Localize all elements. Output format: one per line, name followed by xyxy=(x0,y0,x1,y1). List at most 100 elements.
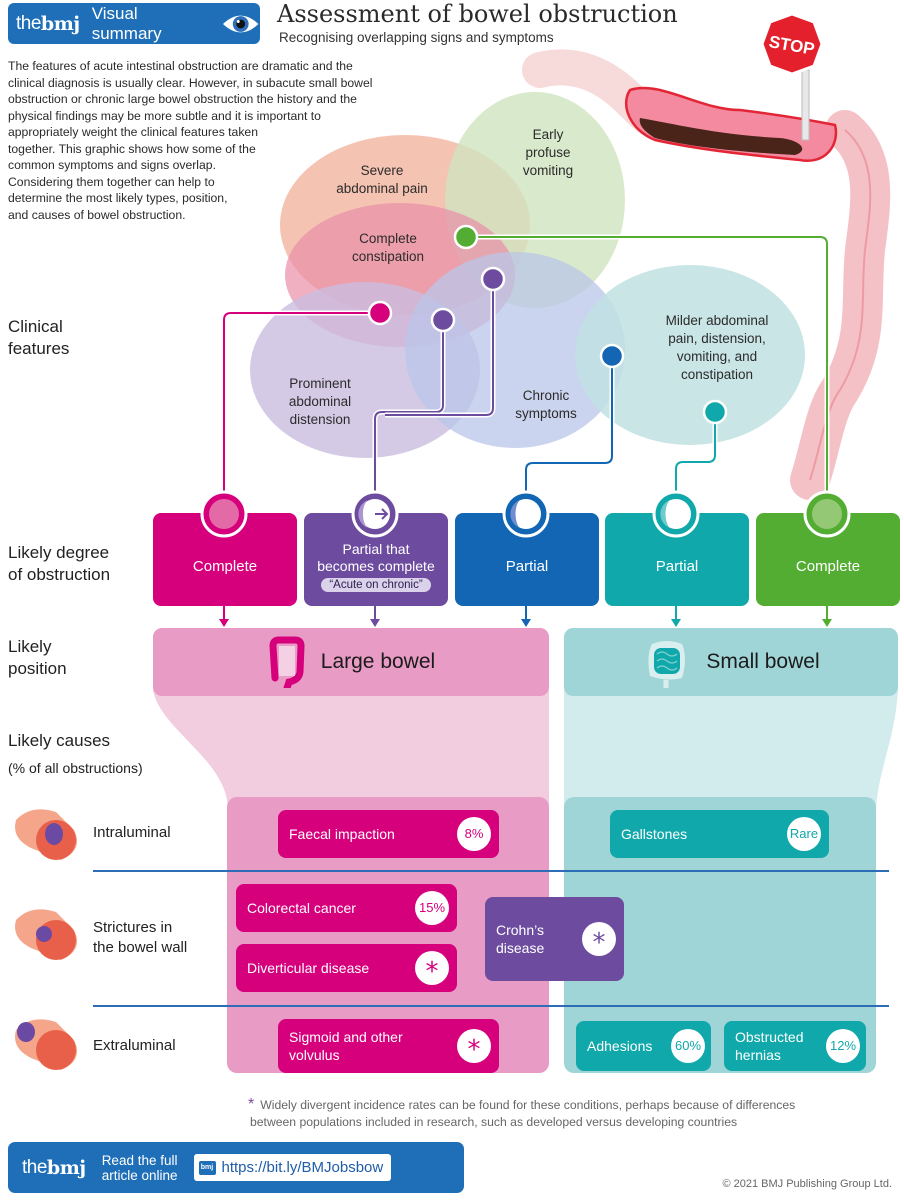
dot-acute-on-chronic-b xyxy=(480,266,506,292)
read-article-label: Read the full article online xyxy=(102,1153,178,1183)
intro-line: common symptoms and signs overlap. xyxy=(8,158,216,172)
row-label-line: Likely degree xyxy=(8,543,110,562)
cause-percent-badge: 60% xyxy=(671,1029,705,1063)
feature-line: abdominal pain xyxy=(336,181,428,196)
intro-line: determine the most likely types, positio… xyxy=(8,191,228,205)
footnote: * Widely divergent incidence rates can be… xyxy=(248,1096,795,1131)
obstructed-colon-segment-icon xyxy=(624,86,838,163)
feature-line: Severe xyxy=(360,163,404,178)
degree-label: Complete xyxy=(795,558,861,575)
row-label-line: Likely xyxy=(8,637,52,656)
feature-line: vomiting, and xyxy=(676,349,758,364)
cause-type-extraluminal: Extraluminal xyxy=(93,1036,176,1056)
position-funnels xyxy=(153,690,898,1073)
intro-line: The features of acute intestinal obstruc… xyxy=(8,59,353,73)
footnote-text: Widely divergent incidence rates can be … xyxy=(260,1098,796,1112)
cause-faecal-impaction: Faecal impaction 8% xyxy=(278,810,499,858)
intro-paragraph: The features of acute intestinal obstruc… xyxy=(8,58,408,223)
intro-line: Considering them together can help to xyxy=(8,174,215,189)
article-link[interactable]: bmj https://bit.ly/BMJobsbow xyxy=(193,1154,392,1181)
feature-line: Early xyxy=(532,127,564,142)
feature-line: vomiting xyxy=(522,163,574,178)
cause-label: Colorectal cancer xyxy=(247,900,356,916)
cause-type-intraluminal: Intraluminal xyxy=(93,823,171,843)
bmj-logo-the: the xyxy=(22,1156,47,1178)
feature-line: Milder abdominal xyxy=(665,313,769,328)
cause-label: Crohn’s xyxy=(496,922,544,938)
position-large-bowel: Large bowel xyxy=(153,628,549,696)
cause-type-line: Intraluminal xyxy=(93,824,171,841)
feature-line: distension xyxy=(289,412,351,427)
cause-label: Sigmoid and other xyxy=(289,1029,403,1045)
bmj-mini-logo-icon: bmj xyxy=(198,1160,216,1175)
degree-label: Complete xyxy=(192,558,258,575)
small-bowel-causes-panel xyxy=(564,797,876,1073)
cause-type-strictures: Strictures in the bowel wall xyxy=(93,918,187,958)
article-url[interactable]: https://bit.ly/BMJobsbow xyxy=(221,1159,384,1176)
page-title: Assessment of bowel obstruction xyxy=(277,0,678,28)
visual-summary-label: Visual summary xyxy=(91,3,162,43)
row-label-line: of obstruction xyxy=(8,565,111,584)
bmj-logo-bmj: bmj xyxy=(46,1156,86,1179)
feature-line: Complete xyxy=(359,231,417,246)
dot-complete-large xyxy=(367,300,393,326)
cause-obstructed-hernias: Obstructed hernias 12% xyxy=(724,1021,866,1071)
intro-line: appropriately weight the clinical featur… xyxy=(8,125,258,139)
read-line: article online xyxy=(101,1167,178,1183)
cause-label: Gallstones xyxy=(621,826,688,842)
cause-adhesions: Adhesions 60% xyxy=(576,1021,711,1071)
feature-prominent-distension: Prominent abdominal distension xyxy=(289,375,351,429)
row-label-line: features xyxy=(8,339,70,358)
read-line: Read the full xyxy=(101,1152,178,1168)
cause-crohns-disease: Crohn’s disease * xyxy=(485,897,624,981)
feature-line: abdominal xyxy=(288,394,352,409)
ellipse-milder-symptoms xyxy=(575,265,805,445)
cause-label: volvulus xyxy=(289,1047,340,1063)
cause-sigmoid-volvulus: Sigmoid and other volvulus * xyxy=(278,1019,499,1073)
cause-percent-badge: 15% xyxy=(415,891,449,925)
cause-type-line: Extraluminal xyxy=(93,1037,176,1054)
position-label: Large bowel xyxy=(320,650,436,673)
extraluminal-icon xyxy=(15,1019,78,1070)
asterisk-icon: * xyxy=(248,1096,255,1113)
cause-gallstones: Gallstones Rare xyxy=(610,810,829,858)
cause-type-icons xyxy=(15,809,78,1070)
cause-label: Obstructed xyxy=(735,1029,804,1045)
degree-label: becomes complete xyxy=(317,558,435,574)
feature-early-profuse-vomiting: Early profuse vomiting xyxy=(523,126,573,180)
cause-type-line: the bowel wall xyxy=(93,939,188,956)
position-label: Small bowel xyxy=(706,650,820,673)
copyright: © 2021 BMJ Publishing Group Ltd. xyxy=(722,1178,892,1190)
cause-percent-badge: Rare xyxy=(787,817,821,851)
cause-diverticular-disease: Diverticular disease * xyxy=(236,944,457,992)
dot-complete-small xyxy=(453,224,479,250)
bmj-logo-bmj: bmj xyxy=(40,12,80,35)
separator-line xyxy=(93,1005,889,1007)
dot-partial-small xyxy=(702,399,728,425)
intro-line: and causes of bowel obstruction. xyxy=(8,207,186,222)
feature-milder-symptoms: Milder abdominal pain, distension, vomit… xyxy=(666,312,769,384)
feature-line: Chronic xyxy=(522,388,570,403)
feature-line: pain, distension, xyxy=(668,331,766,346)
small-bowel-funnel xyxy=(564,690,898,810)
degree-label: Partial that xyxy=(342,541,410,557)
cause-label: Diverticular disease xyxy=(247,960,370,976)
intro-line: physical findings may be more subtle and… xyxy=(8,108,321,123)
stop-sign-icon: STOP xyxy=(760,12,824,141)
feature-line: Prominent xyxy=(289,376,351,391)
row-label-causes: Likely causes xyxy=(8,731,111,750)
cause-label: disease xyxy=(496,940,545,956)
eye-icon xyxy=(222,15,259,32)
partial-obstruction-icon xyxy=(652,490,700,538)
asterisk-icon: * xyxy=(457,1029,491,1063)
row-label-line: position xyxy=(8,659,67,678)
large-bowel-icon xyxy=(269,636,305,688)
degree-label: Partial xyxy=(655,558,699,575)
asterisk-icon: * xyxy=(415,951,449,985)
footnote-line: between populations included in research… xyxy=(248,1114,795,1131)
complete-obstruction-icon xyxy=(803,490,851,538)
feature-line: constipation xyxy=(351,249,425,264)
dot-acute-on-chronic-a xyxy=(430,307,456,333)
intraluminal-icon xyxy=(15,809,78,860)
